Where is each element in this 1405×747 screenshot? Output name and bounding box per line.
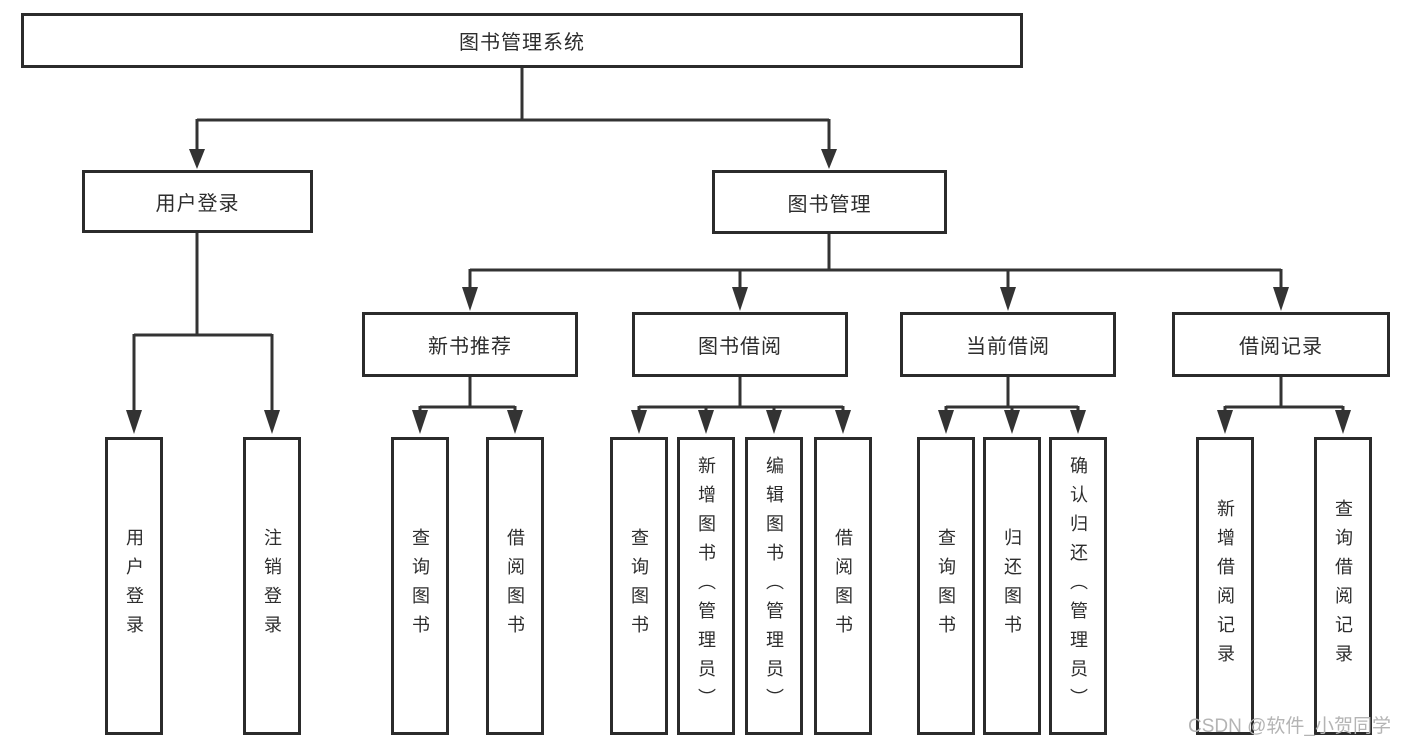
node-book-management: 图书管理 — [712, 170, 947, 234]
csdn-watermark: CSDN @软件_小贺同学 — [1188, 716, 1391, 737]
leaf-add-borrow-record: 新增借阅记录 — [1196, 437, 1254, 735]
leaf-borrow-books: 借阅图书 — [814, 437, 872, 735]
leaf-add-books-admin: 新增图书（管理员） — [677, 437, 735, 735]
leaf-confirm-return-admin-label: 确认归还（管理员） — [1068, 455, 1088, 717]
node-book-management-label: 图书管理 — [787, 193, 872, 216]
leaf-borrow-books-recommend: 借阅图书 — [486, 437, 544, 735]
leaf-query-borrow-record-label: 查询借阅记录 — [1333, 499, 1353, 673]
node-borrowing-records: 借阅记录 — [1172, 312, 1390, 377]
node-borrowing-records-label: 借阅记录 — [1239, 336, 1323, 358]
node-current-borrowing-label: 当前借阅 — [966, 336, 1050, 358]
leaf-user-login: 用户登录 — [105, 437, 163, 735]
leaf-query-books-recommend-label: 查询图书 — [410, 528, 430, 644]
leaf-borrow-books-label: 借阅图书 — [833, 528, 853, 644]
node-book-borrowing-label: 图书借阅 — [698, 336, 782, 358]
leaf-query-books-current: 查询图书 — [917, 437, 975, 735]
node-root-label: 图书管理系统 — [459, 32, 585, 54]
leaf-query-books-recommend: 查询图书 — [391, 437, 449, 735]
arrowheads — [126, 149, 1351, 434]
leaf-add-books-admin-label: 新增图书（管理员） — [696, 455, 716, 717]
leaf-query-books-current-label: 查询图书 — [936, 528, 956, 644]
node-book-borrowing: 图书借阅 — [632, 312, 848, 377]
leaf-logout: 注销登录 — [243, 437, 301, 735]
node-user-login: 用户登录 — [82, 170, 313, 233]
leaf-query-books-borrowing-label: 查询图书 — [629, 528, 649, 644]
leaf-return-books: 归还图书 — [983, 437, 1041, 735]
leaf-user-login-label: 用户登录 — [124, 528, 144, 644]
leaf-query-borrow-record: 查询借阅记录 — [1314, 437, 1372, 735]
leaf-add-borrow-record-label: 新增借阅记录 — [1215, 499, 1235, 673]
leaf-edit-books-admin: 编辑图书（管理员） — [745, 437, 803, 735]
node-root-system: 图书管理系统 — [21, 13, 1023, 68]
node-user-login-label: 用户登录 — [155, 193, 240, 215]
leaf-logout-label: 注销登录 — [262, 528, 282, 644]
leaf-query-books-borrowing: 查询图书 — [610, 437, 668, 735]
node-new-book-recommendation-label: 新书推荐 — [428, 336, 512, 358]
leaf-borrow-books-recommend-label: 借阅图书 — [505, 528, 525, 644]
leaf-edit-books-admin-label: 编辑图书（管理员） — [764, 455, 784, 717]
leaf-confirm-return-admin: 确认归还（管理员） — [1049, 437, 1107, 735]
node-new-book-recommendation: 新书推荐 — [362, 312, 578, 377]
leaf-return-books-label: 归还图书 — [1002, 528, 1022, 644]
node-current-borrowing: 当前借阅 — [900, 312, 1116, 377]
